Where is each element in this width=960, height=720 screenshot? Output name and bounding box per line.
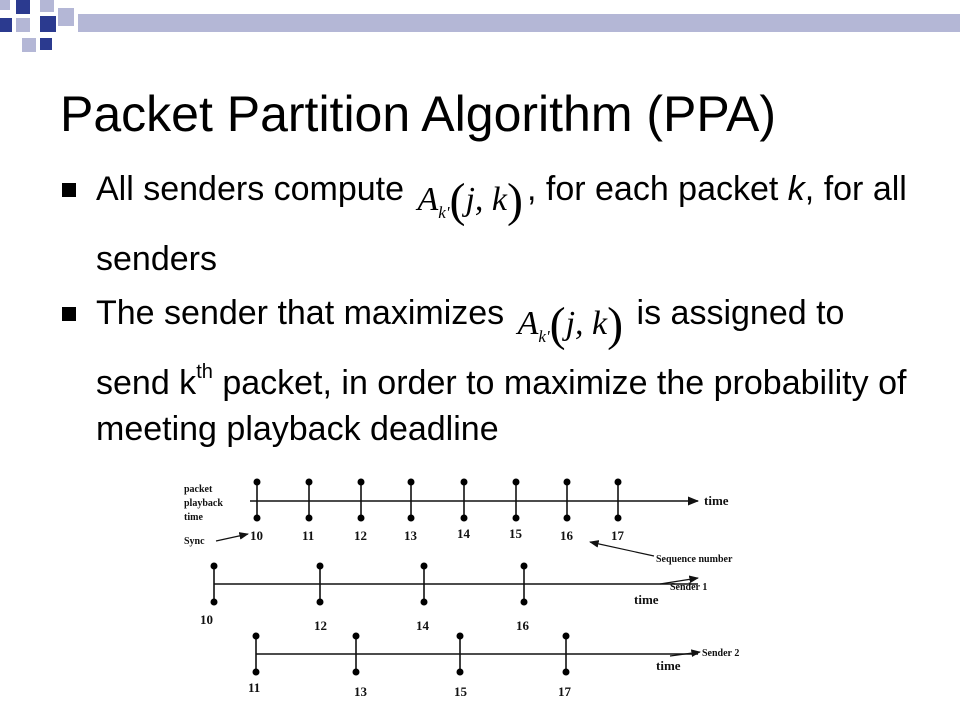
decor-square-5 (16, 18, 30, 32)
sync-number: 17 (611, 528, 625, 543)
sender2-number: 15 (454, 684, 468, 699)
decor-square-6 (40, 16, 56, 32)
formula-subscript: k' (438, 203, 450, 222)
bullet-list: All senders compute Ak'(j, k), for each … (60, 166, 920, 460)
formula-a-k-jk: Ak'(j, k) (417, 174, 523, 227)
timeline-svg: packet playback time Sync time 10 11 12 … (184, 478, 739, 699)
sender2-tick (252, 632, 260, 676)
sync-number: 15 (509, 526, 523, 541)
bullet-1-italic-k: k (787, 170, 805, 208)
sender1-number: 12 (314, 618, 327, 633)
bullet-2-tail: packet, in order to maximize the probabi… (96, 364, 907, 448)
bullet-2-post: is assigned to send k (96, 294, 845, 402)
decor-square-9 (40, 38, 52, 50)
sender2-tick (562, 632, 570, 676)
sender2-time-label: time (656, 658, 681, 673)
slide-title: Packet Partition Algorithm (PPA) (60, 86, 777, 142)
sender2-ticks (252, 632, 570, 676)
decor-square-1 (0, 0, 10, 10)
sync-number: 13 (404, 528, 418, 543)
decor-square-2 (16, 0, 30, 14)
sync-arrow (215, 532, 249, 542)
bullet-2-superscript: th (196, 361, 213, 383)
formula-a-k-jk: Ak'(j, k) (517, 298, 624, 351)
sync-number: 10 (250, 528, 263, 543)
formula-symbol: A (517, 305, 539, 342)
sequence-number-label: Sequence number (656, 554, 733, 565)
formula-symbol: A (417, 181, 439, 218)
sender1-time-label: time (634, 592, 659, 607)
formula-args: j, k (465, 181, 507, 218)
sender1-label-arrow (659, 575, 699, 585)
sender1-tick (210, 562, 218, 606)
decor-square-3 (40, 0, 54, 12)
sender1-tick (316, 562, 324, 606)
sync-number: 11 (302, 528, 314, 543)
sender2-label-arrow (669, 649, 701, 657)
bullet-1-post: , for each packet (526, 170, 788, 208)
sender2-label: Sender 2 (702, 648, 739, 659)
decor-square-8 (22, 38, 36, 52)
square-bullet-icon (62, 307, 76, 321)
square-bullet-icon (62, 183, 76, 197)
sync-tick (305, 478, 313, 522)
sender2-tick (456, 632, 464, 676)
sender1-ticks (210, 562, 528, 606)
sync-tick (460, 478, 468, 522)
sender2-number: 17 (558, 684, 572, 699)
sender1-label: Sender 1 (670, 582, 707, 593)
label-playback: playback (184, 498, 223, 509)
formula-args: j, k (565, 305, 608, 342)
sync-tick (563, 478, 571, 522)
sender2-number: 11 (248, 680, 260, 695)
packet-timeline-diagram: packet playback time Sync time 10 11 12 … (170, 474, 790, 714)
sync-tick (614, 478, 622, 522)
sequence-arrow (589, 540, 655, 557)
sender1-tick (520, 562, 528, 606)
label-time: time (184, 512, 203, 523)
sender1-number: 10 (200, 612, 213, 627)
sync-ticks (253, 478, 622, 522)
bullet-1-pre: All senders compute (96, 170, 405, 208)
bullet-item-2: The sender that maximizes Ak'(j, k) is a… (60, 290, 920, 452)
bullet-1-tail: , for all senders (96, 170, 907, 278)
sender2-tick (352, 632, 360, 676)
sender1-number: 16 (516, 618, 530, 633)
sync-tick (357, 478, 365, 522)
label-sync: Sync (184, 536, 205, 547)
header-bar (78, 14, 960, 32)
sync-number: 12 (354, 528, 367, 543)
bullet-2-pre: The sender that maximizes (96, 294, 505, 332)
sync-axis-time-label: time (704, 493, 729, 508)
label-packet: packet (184, 484, 213, 495)
sender2-number: 13 (354, 684, 368, 699)
decor-square-4 (0, 18, 12, 32)
sync-number: 14 (457, 526, 471, 541)
sync-tick (253, 478, 261, 522)
bullet-item-1: All senders compute Ak'(j, k), for each … (60, 166, 920, 282)
sync-number: 16 (560, 528, 574, 543)
formula-subscript: k' (538, 327, 550, 346)
sync-tick (407, 478, 415, 522)
decor-square-7 (58, 8, 74, 26)
sync-tick (512, 478, 520, 522)
sender1-number: 14 (416, 618, 430, 633)
sender1-tick (420, 562, 428, 606)
